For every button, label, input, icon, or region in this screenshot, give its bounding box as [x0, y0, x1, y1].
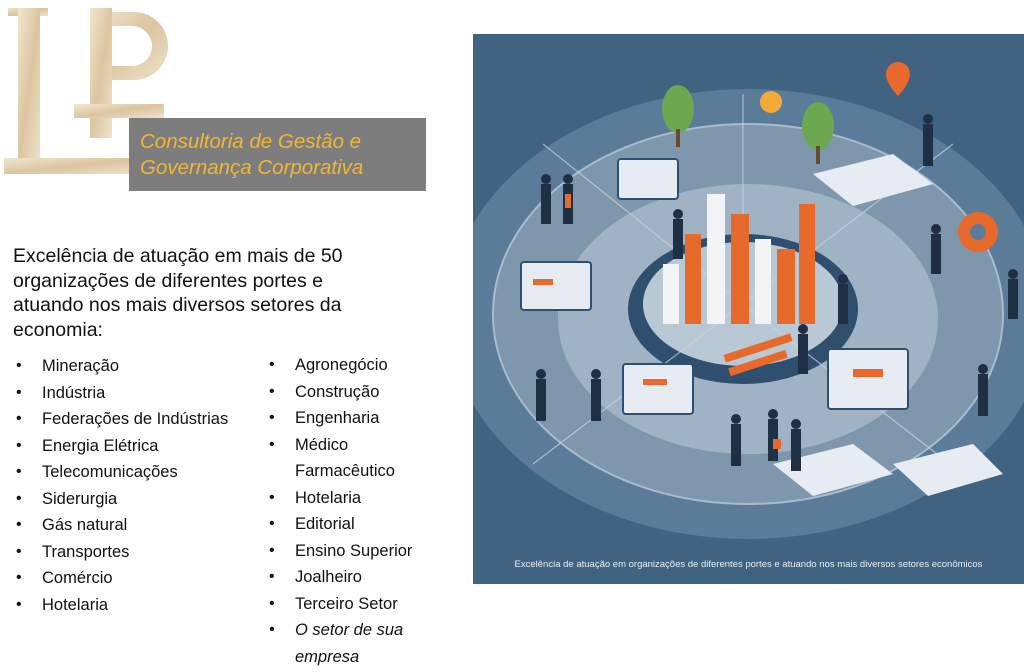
intro-line1: Excelência de atuação em mais de 50 — [13, 245, 343, 267]
list-item: Terceiro Setor — [269, 591, 435, 618]
list-item-your-company: O setor de sua empresa — [269, 617, 435, 670]
intro-line3: atuando nos mais diversos setores da — [13, 294, 342, 316]
tagline-line1: Consultoria de Gestão e — [140, 129, 362, 153]
list-item: Energia Elétrica — [16, 433, 228, 460]
sector-list-left: Mineração Indústria Federações de Indúst… — [16, 353, 228, 619]
list-item: Engenharia — [269, 405, 435, 432]
tagline-line2: Governança Corporativa — [140, 155, 364, 179]
list-item: Joalheiro — [269, 564, 435, 591]
intro-text: Excelência de atuação em mais de 50 orga… — [13, 244, 413, 342]
list-item: Comércio — [16, 565, 228, 592]
intro-line2: organizações de diferentes portes e — [13, 269, 324, 292]
list-item: Gás natural — [16, 512, 228, 539]
list-item: Ensino Superior — [269, 538, 435, 565]
sector-list-right: Agronegócio Construção Engenharia Médico… — [269, 352, 435, 670]
list-item: Hotelaria — [269, 485, 435, 512]
list-item: Transportes — [16, 539, 228, 566]
list-item: Agronegócio — [269, 352, 435, 379]
tagline-box: Consultoria de Gestão e Governança Corpo… — [129, 118, 426, 191]
bar-chart-graphic — [663, 194, 815, 324]
intro-line4: economia: — [13, 318, 103, 341]
lp-monogram-icon — [4, 8, 168, 174]
list-item: Hotelaria — [16, 592, 228, 619]
isometric-business-scene — [473, 62, 1024, 539]
list-item: Indústria — [16, 380, 228, 407]
list-item-continuation: Farmacêutico — [295, 462, 395, 480]
illustration-caption: Excelência de atuação em organizações de… — [514, 559, 983, 570]
business-illustration: Excelência de atuação em organizações de… — [473, 34, 1024, 584]
list-item: Médico — [269, 432, 435, 459]
list-item: Construção — [269, 379, 435, 406]
list-item: Editorial — [269, 511, 435, 538]
list-item: Siderurgia — [16, 486, 228, 513]
lp-logo — [4, 8, 174, 178]
list-item: Federações de Indústrias — [16, 406, 228, 433]
list-item: Mineração — [16, 353, 228, 380]
list-item: Telecomunicações — [16, 459, 228, 486]
